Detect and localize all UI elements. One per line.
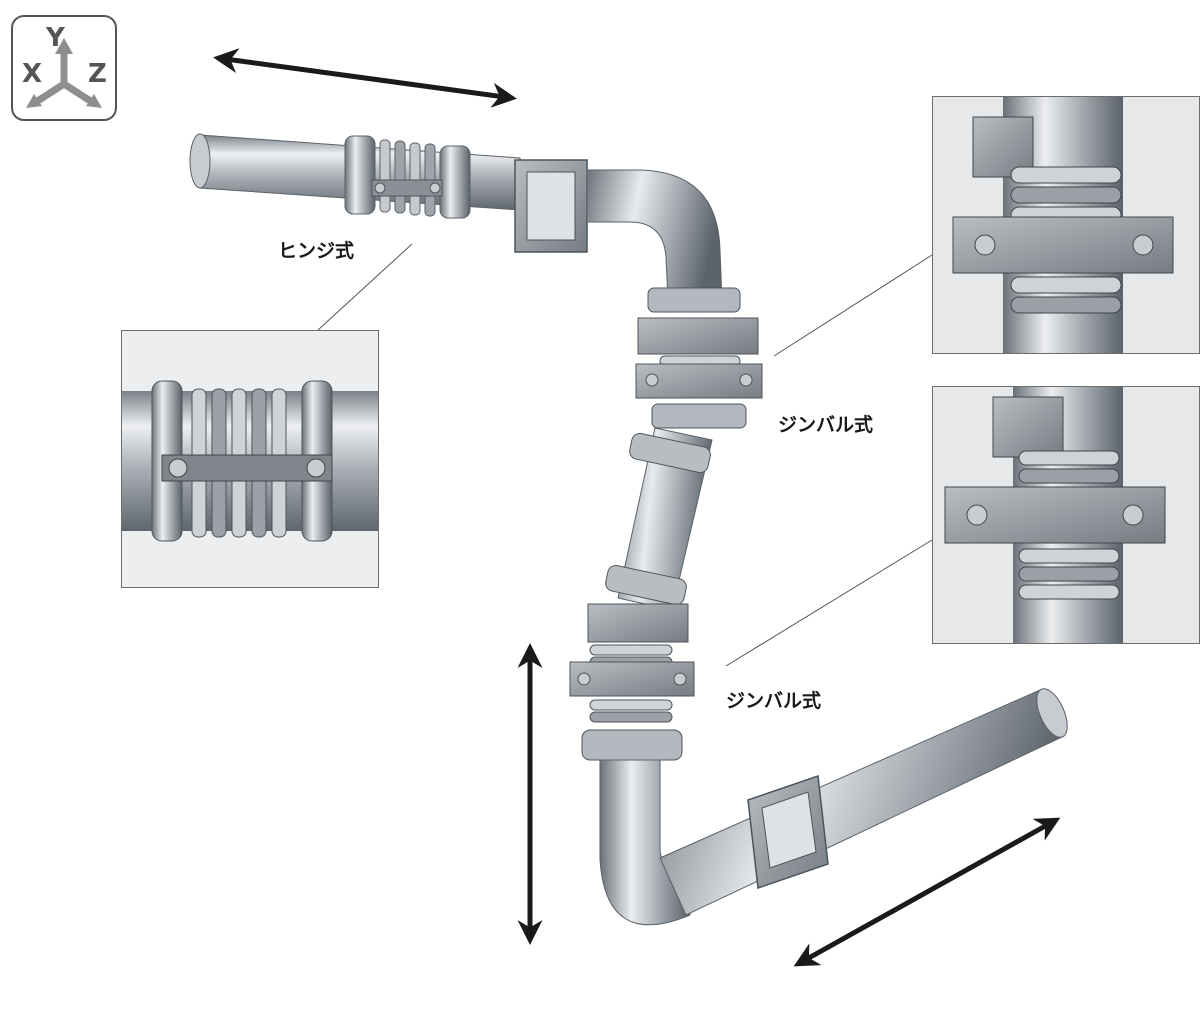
horizontal-movement-arrow-bottom: [793, 817, 1061, 967]
gimbal-upper-detail-image: [933, 97, 1199, 353]
top-pipe-end: [189, 133, 211, 189]
gimbal-lower-detail-image: [933, 387, 1199, 643]
x-axis-arrow: [34, 81, 66, 105]
x-axis-arrow-head: [26, 94, 42, 108]
gimbal-type-label-lower: ジンバル式: [726, 690, 822, 712]
gimbal-type-label-upper: ジンバル式: [778, 414, 874, 436]
bottom-horizontal-pipe: [659, 689, 1065, 916]
horizontal-movement-arrow-top: [213, 48, 517, 108]
top-pipe-support: [514, 159, 588, 253]
top-elbow: [586, 169, 723, 301]
y-axis-label: Y: [45, 23, 66, 53]
z-axis-label: Z: [88, 59, 107, 89]
gimbal-lower-leader-line: [725, 539, 933, 667]
hinge-detail-inset: [121, 330, 379, 588]
hinge-type-label: ヒンジ式: [278, 240, 355, 262]
gimbal-upper-leader-line: [773, 254, 933, 357]
y-axis-arrow-head: [55, 38, 73, 54]
hinge-expansion-joint: [344, 135, 471, 219]
z-axis-arrow: [62, 81, 94, 105]
upper-gimbal-joint: [635, 287, 763, 429]
bottom-pipe-end: [1036, 688, 1068, 738]
bottom-pipe-support: [747, 774, 829, 890]
vertical-pipe: [599, 759, 691, 926]
gimbal-upper-detail-inset: [932, 96, 1200, 354]
hinge-detail-image: [122, 331, 378, 587]
x-axis-label: X: [22, 59, 42, 89]
z-axis-arrow-head: [86, 94, 102, 108]
axis-indicator: Y X Z: [11, 15, 117, 121]
lower-gimbal-joint: [569, 603, 695, 761]
hinge-leader-line: [317, 243, 413, 331]
pipe-assembly: [189, 133, 1068, 926]
gimbal-lower-detail-inset: [932, 386, 1200, 644]
